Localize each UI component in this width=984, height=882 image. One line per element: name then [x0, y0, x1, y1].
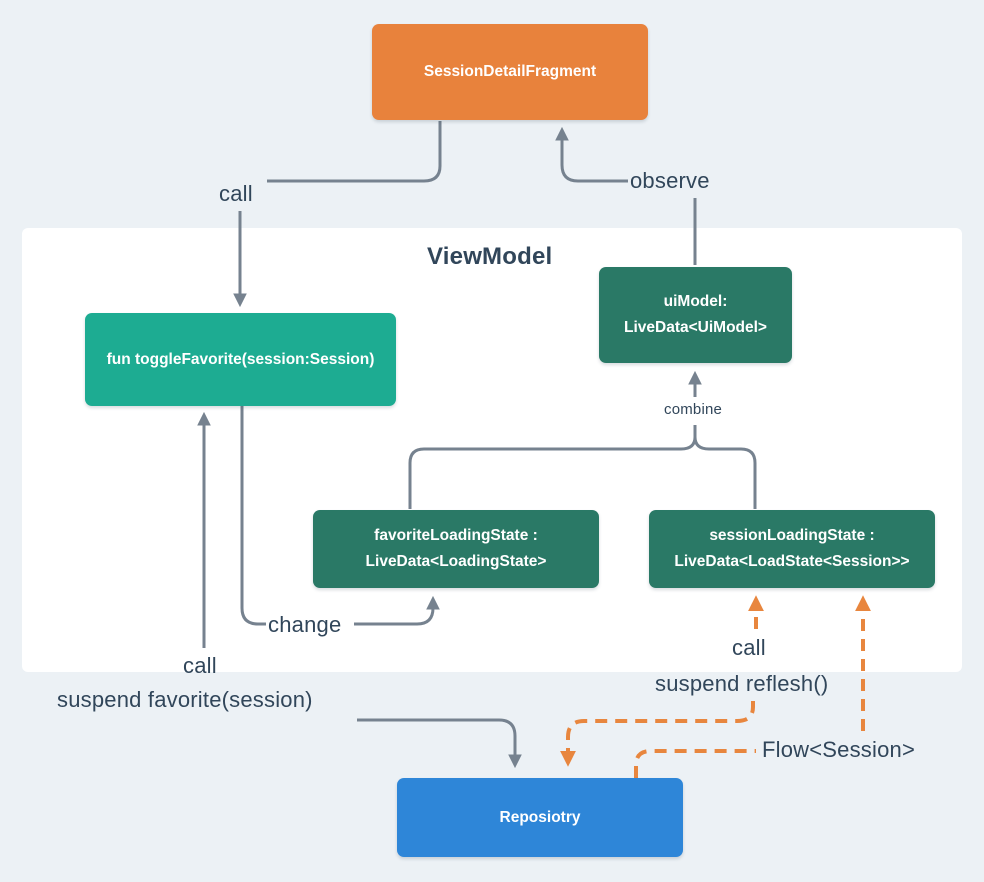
node-ui-model-line1: uiModel: — [663, 293, 728, 310]
edge-label-flow-session: Flow<Session> — [762, 737, 916, 762]
node-repository: Reposiotry — [397, 778, 683, 857]
edge-observe-to-fragment — [555, 126, 628, 183]
edge-label-change: change — [268, 612, 342, 637]
node-ui-model: uiModel: LiveData<UiModel> — [599, 267, 792, 363]
node-ui-model-line2: LiveData<UiModel> — [624, 319, 767, 336]
edge-label-suspend-favorite: suspend favorite(session) — [57, 687, 313, 712]
edge-label-suspend-reflesh: suspend reflesh() — [655, 671, 829, 696]
edge-fragment-to-call — [267, 121, 442, 183]
edge-label-call-top: call — [219, 181, 253, 206]
edge-label-combine: combine — [664, 401, 723, 418]
viewmodel-panel-title: ViewModel — [427, 243, 553, 270]
node-favorite-loading-state-line2: LiveData<LoadingState> — [365, 553, 547, 570]
node-favorite-loading-state-line1: favoriteLoadingState : — [374, 527, 538, 544]
edge-label-call-left: call — [183, 653, 217, 678]
edge-repository-to-flow — [634, 749, 756, 778]
viewmodel-panel — [22, 228, 962, 672]
edge-suspendfavorite-to-repository — [357, 718, 522, 769]
node-session-loading-state: sessionLoadingState : LiveData<LoadState… — [649, 510, 935, 588]
node-session-loading-state-line1: sessionLoadingState : — [709, 527, 875, 544]
node-session-detail-fragment: SessionDetailFragment — [372, 24, 648, 120]
edge-reflesh-to-repository — [560, 701, 755, 767]
node-session-loading-state-line2: LiveData<LoadState<Session>> — [674, 553, 910, 570]
node-toggle-favorite: fun toggleFavorite(session:Session) — [85, 313, 396, 406]
edge-label-observe: observe — [630, 168, 710, 193]
edge-label-call-right: call — [732, 635, 766, 660]
node-favorite-loading-state: favoriteLoadingState : LiveData<LoadingS… — [313, 510, 599, 588]
